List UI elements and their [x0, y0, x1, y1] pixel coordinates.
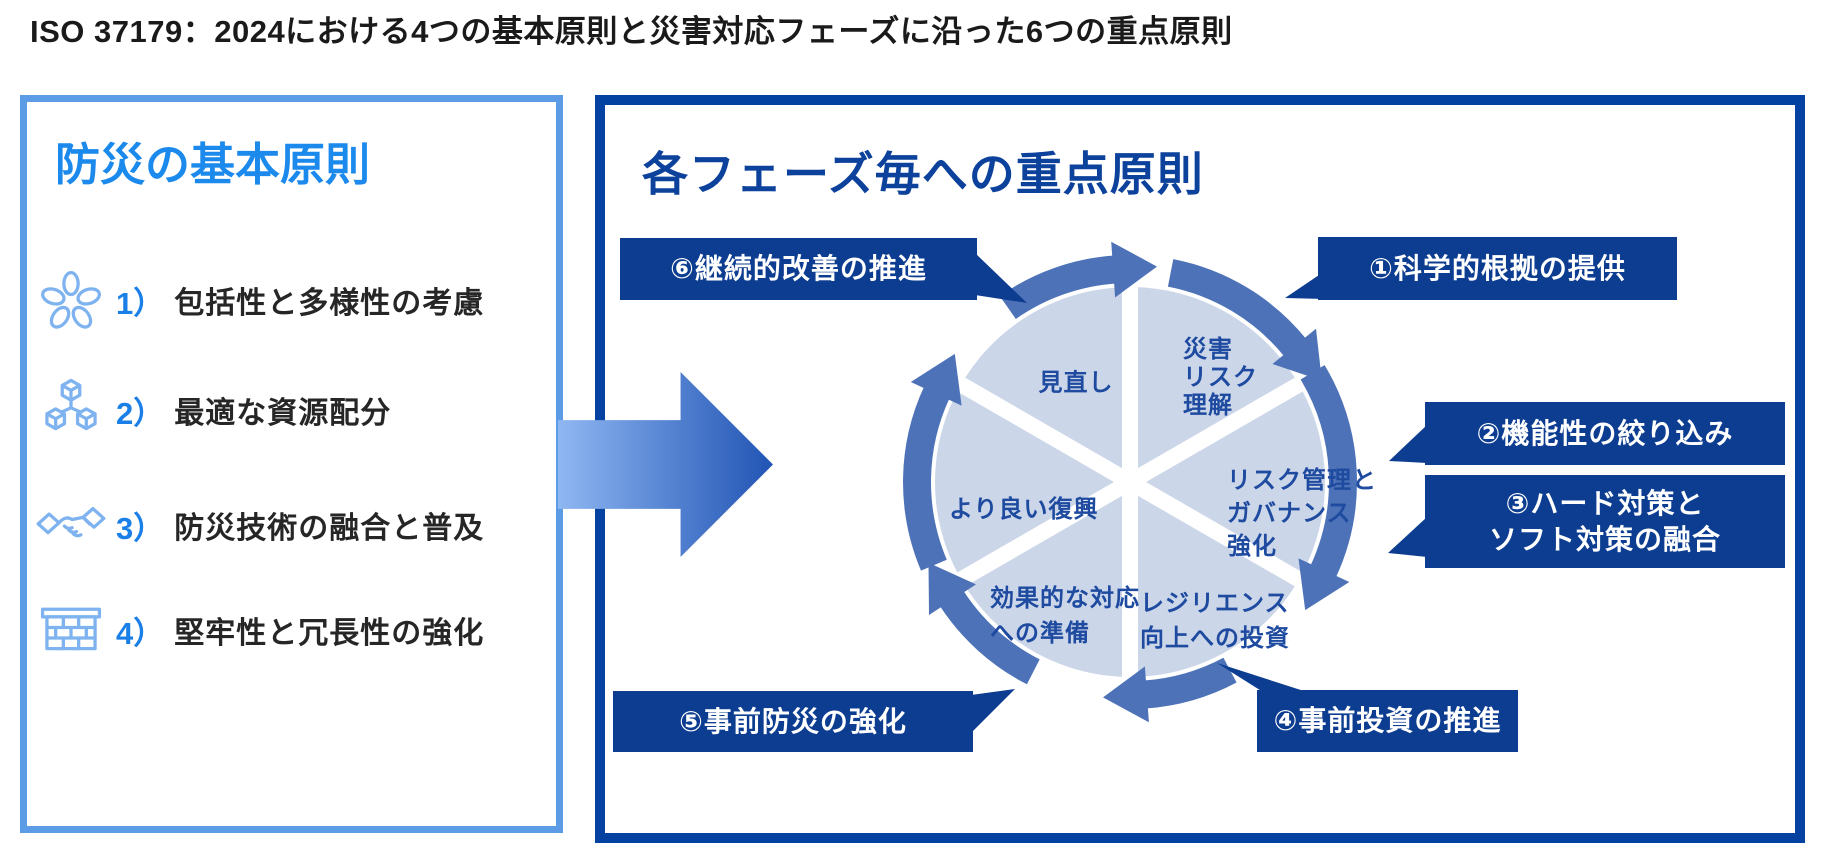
callout-5-advance-prevention: ⑤事前防災の強化	[613, 691, 973, 752]
callout-4-advance-investment: ④事前投資の推進	[1257, 690, 1518, 752]
phase-principles-heading: 各フェーズ毎への重点原則	[642, 148, 1204, 200]
callout-6-continuous-improvement: ⑥継続的改善の推進	[620, 238, 977, 300]
cycle-diagram	[903, 241, 1427, 733]
principle-item-2: 2） 最適な資源配分	[36, 368, 551, 452]
principle-item-3: 3） 防災技術の融合と普及	[36, 483, 551, 567]
principle-label: 堅牢性と冗長性の強化	[174, 617, 485, 650]
segment-label-disaster-risk: 災害 リスク 理解	[1183, 336, 1258, 419]
cubes-icon	[36, 375, 106, 445]
segment-label-resilience-investment: レジリエンス 向上への投資	[1140, 590, 1290, 652]
principle-item-1: 1） 包括性と多様性の考慮	[36, 258, 551, 342]
page-title: ISO 37179：2024における4つの基本原則と災害対応フェーズに沿った6つ…	[30, 14, 1233, 49]
basic-principles-heading: 防災の基本原則	[55, 139, 371, 190]
brick-wall-icon	[36, 595, 106, 665]
principle-item-4: 4） 堅牢性と冗長性の強化	[36, 588, 551, 672]
handshake-icon	[36, 490, 106, 560]
hands-together-icon	[36, 265, 106, 335]
callout-2-functionality: ②機能性の絞り込み	[1425, 402, 1785, 465]
principle-number: 4）	[116, 615, 165, 651]
principle-label: 最適な資源配分	[174, 397, 392, 430]
callout-1-scientific-evidence: ①科学的根拠の提供	[1318, 237, 1677, 300]
principle-number: 2）	[116, 395, 165, 431]
principle-label: 包括性と多様性の考慮	[174, 287, 485, 320]
cycle-arc-arrows	[903, 241, 1357, 723]
segment-label-build-back-better: より良い復興	[949, 496, 1099, 523]
pie-dividers	[957, 287, 1303, 677]
segment-label-review: 見直し	[1038, 369, 1114, 397]
segment-label-effective-response: 効果的な対応 への準備	[990, 585, 1140, 647]
callout-3-hard-soft-measures: ③ハード対策と ソフト対策の融合	[1425, 475, 1785, 568]
principle-label: 防災技術の融合と普及	[174, 512, 485, 545]
principle-number: 1）	[116, 285, 165, 321]
segment-label-risk-governance: リスク管理と ガバナンス 強化	[1227, 467, 1377, 560]
basic-principles-panel	[20, 95, 563, 833]
principle-number: 3）	[116, 510, 165, 546]
